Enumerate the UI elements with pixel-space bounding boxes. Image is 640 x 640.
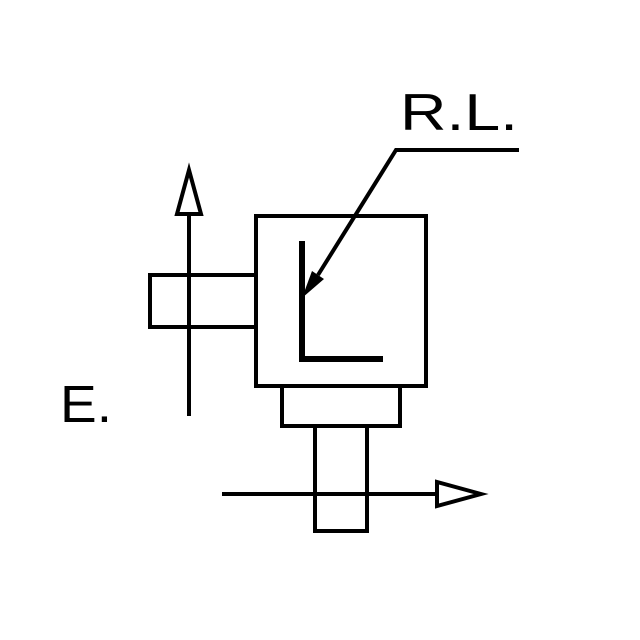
vertical-arrowhead xyxy=(174,162,204,216)
leader-arrowhead xyxy=(302,271,324,298)
angle-symbol xyxy=(299,241,383,362)
label-e: E. xyxy=(60,376,112,434)
leader-line xyxy=(316,148,519,277)
input-shaft xyxy=(148,273,258,329)
horizontal-arrowhead xyxy=(435,479,489,509)
label-rl: R.L. xyxy=(400,84,518,142)
output-flange xyxy=(280,384,402,428)
output-shaft xyxy=(313,424,369,533)
